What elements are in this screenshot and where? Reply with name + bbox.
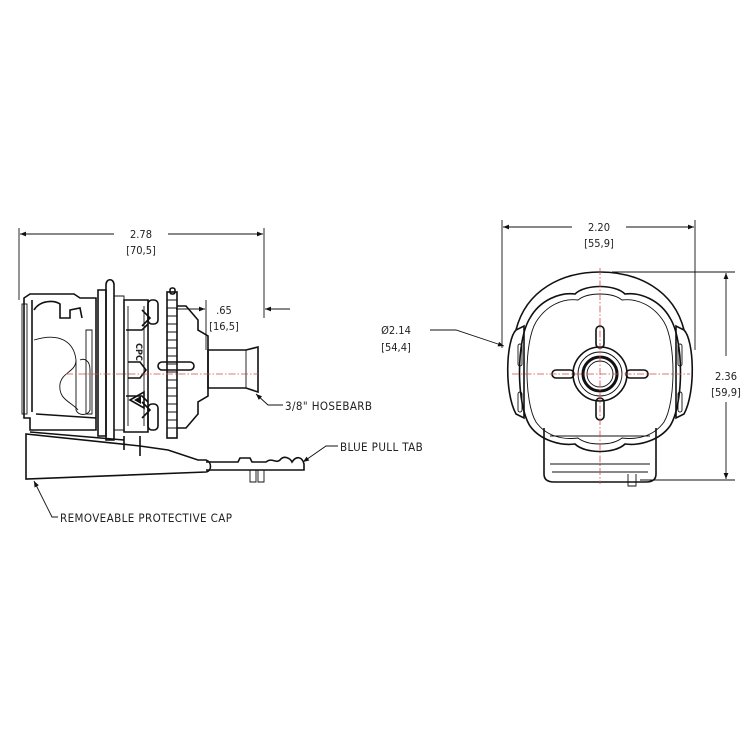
- hosebarb-label: 3/8" HOSEBARB: [285, 399, 372, 413]
- blue-pull-tab: [206, 456, 305, 483]
- callout-hosebarb: 3/8" HOSEBARB: [255, 393, 372, 413]
- dimension-width: 2.20 [55,9]: [501, 220, 696, 350]
- barb-length-mm: [16,5]: [209, 320, 239, 333]
- end-view: 2.20 [55,9] Ø2.14 [54,4] 2.36 [59,9]: [381, 220, 741, 487]
- dimension-barb-length: .65 [16,5]: [176, 300, 290, 350]
- triangle-emblem: [128, 390, 145, 410]
- height-mm: [59,9]: [711, 386, 741, 399]
- overall-length-mm: [70,5]: [126, 244, 156, 257]
- overall-length-inch: 2.78: [130, 228, 152, 241]
- end-view-body: [506, 268, 694, 487]
- pull-tab-label: BLUE PULL TAB: [340, 440, 423, 454]
- dimension-overall-length: 2.78 [70,5]: [18, 228, 265, 318]
- callout-pull-tab: BLUE PULL TAB: [302, 440, 423, 463]
- width-inch: 2.20: [588, 221, 610, 234]
- protective-cap: [25, 431, 212, 480]
- callout-protective-cap: REMOVEABLE PROTECTIVE CAP: [33, 480, 232, 525]
- dimension-height: 2.36 [59,9]: [612, 271, 741, 481]
- connector-body: CPC: [21, 278, 305, 483]
- diameter-inch: Ø2.14: [381, 324, 411, 337]
- hosebarb: [207, 345, 259, 394]
- side-view: 2.78 [70,5] .65 [16,5]: [18, 228, 423, 525]
- serrated-ring: [166, 287, 178, 439]
- width-mm: [55,9]: [584, 237, 614, 250]
- barb-length-inch: .65: [216, 304, 232, 317]
- dimension-diameter: Ø2.14 [54,4]: [381, 324, 505, 354]
- cpc-logo: CPC: [133, 343, 143, 361]
- height-inch: 2.36: [715, 370, 737, 383]
- diameter-mm: [54,4]: [381, 341, 411, 354]
- protective-cap-label: REMOVEABLE PROTECTIVE CAP: [60, 511, 232, 525]
